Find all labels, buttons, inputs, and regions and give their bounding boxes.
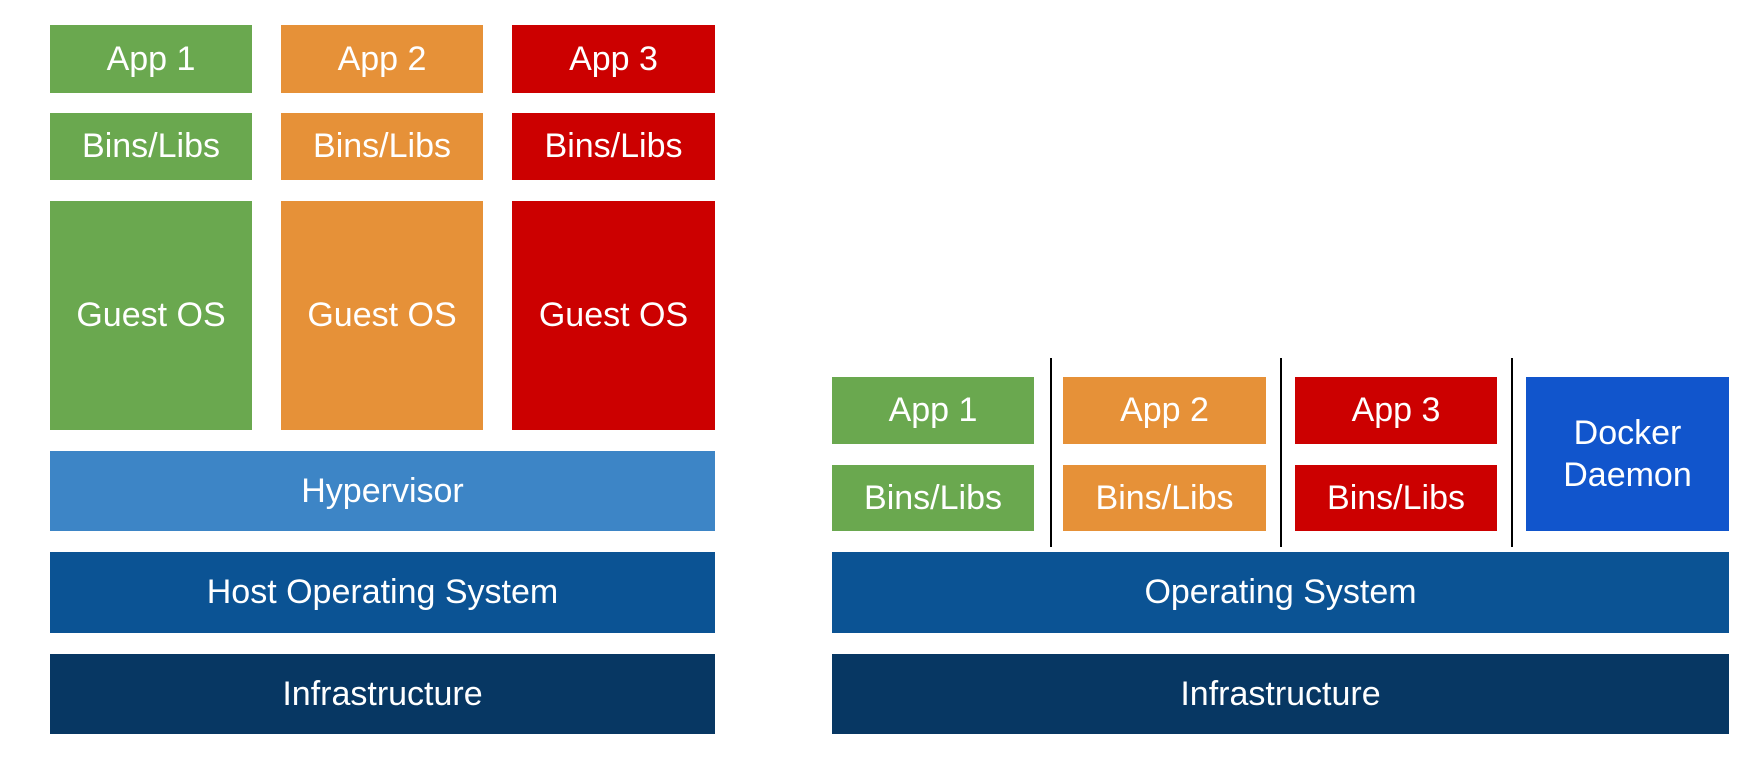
container-infrastructure-block: Infrastructure (832, 654, 1729, 734)
container-os-block: Operating System (832, 552, 1729, 633)
vm-infrastructure-block: Infrastructure (50, 654, 715, 734)
vm-bins-libs-3-block: Bins/Libs (512, 113, 715, 180)
vm-guest-os-3-block: Guest OS (512, 201, 715, 430)
vm-bins-libs-1-block: Bins/Libs (50, 113, 252, 180)
container-app-3-block: App 3 (1295, 377, 1497, 444)
vm-guest-os-1-block: Guest OS (50, 201, 252, 430)
vm-bins-libs-2-block: Bins/Libs (281, 113, 483, 180)
container-bins-libs-2-block: Bins/Libs (1063, 465, 1266, 531)
container-app-1-block: App 1 (832, 377, 1034, 444)
vm-hypervisor-block: Hypervisor (50, 451, 715, 531)
vm-app-2-block: App 2 (281, 25, 483, 93)
container-separator-2 (1280, 358, 1282, 547)
vm-host-os-block: Host Operating System (50, 552, 715, 633)
vm-guest-os-2-block: Guest OS (281, 201, 483, 430)
container-bins-libs-3-block: Bins/Libs (1295, 465, 1497, 531)
container-bins-libs-1-block: Bins/Libs (832, 465, 1034, 531)
container-separator-1 (1050, 358, 1052, 547)
container-app-2-block: App 2 (1063, 377, 1266, 444)
container-separator-3 (1511, 358, 1513, 547)
docker-daemon-block: Docker Daemon (1526, 377, 1729, 531)
vm-app-3-block: App 3 (512, 25, 715, 93)
vm-app-1-block: App 1 (50, 25, 252, 93)
